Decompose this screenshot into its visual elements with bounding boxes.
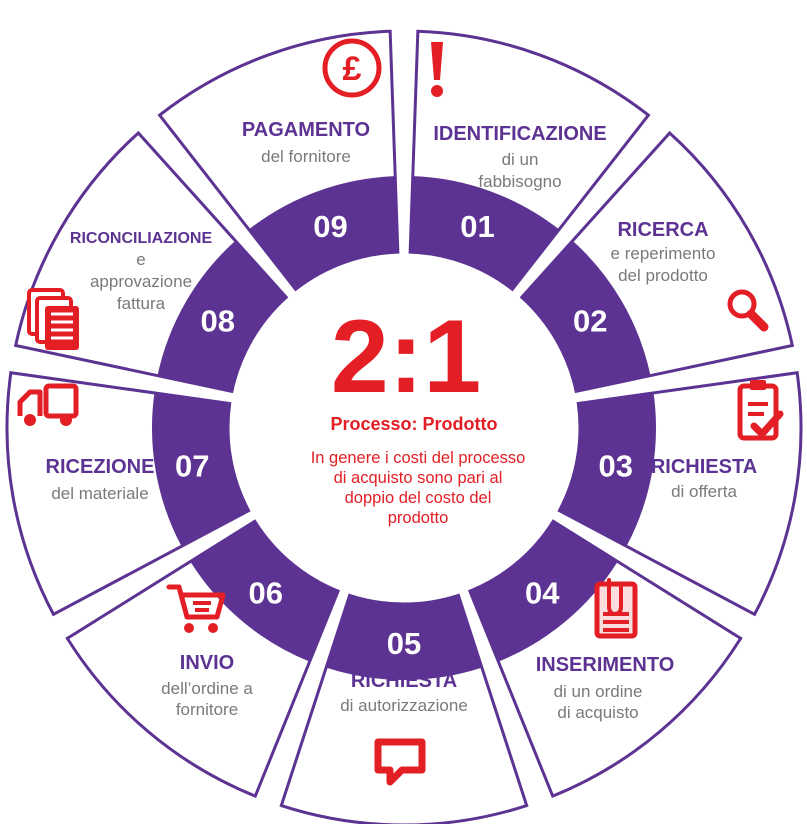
segment-desc-01-line-2: fabbisogno (478, 172, 561, 191)
segment-desc-02-line-2: del prodotto (618, 266, 708, 285)
center-title: Processo: Prodotto (330, 414, 497, 434)
segment-desc-03-line-1: di offerta (671, 482, 737, 501)
segment-number-06: 06 (249, 576, 283, 611)
shopping-cart-icon (166, 584, 226, 633)
center-text-line-3: doppio del costo del (345, 489, 492, 507)
segment-title-03: RICHIESTA (651, 456, 757, 478)
delivery-truck-icon (17, 383, 79, 426)
svg-text:£: £ (343, 50, 362, 88)
segment-desc-05-line-1: di autorizzazione (340, 696, 468, 715)
segment-title-07: RICEZIONE (46, 456, 155, 478)
segment-title-09: PAGAMENTO (242, 119, 370, 141)
segment-desc-08-line-1: e (136, 250, 145, 269)
segment-number-05: 05 (387, 626, 421, 661)
center-text-line-2: di acquisto sono pari al (334, 469, 503, 487)
segment-title-08: RICONCILIAZIONE (70, 230, 213, 247)
magnifier-icon (727, 289, 769, 332)
segment-number-01: 01 (460, 209, 494, 244)
segment-number-09: 09 (313, 209, 347, 244)
center-text-line-4: prodotto (388, 509, 449, 527)
segment-number-band-01 (410, 176, 560, 290)
segment-number-band-04 (469, 521, 618, 662)
segment-desc-04-line-1: di un ordine (554, 682, 643, 701)
segment-number-band-06 (190, 521, 339, 662)
segment-title-02: RICERCA (617, 219, 708, 241)
segment-number-04: 04 (525, 576, 560, 611)
pound-coin-icon: £ (322, 38, 382, 98)
segment-number-07: 07 (175, 448, 209, 483)
segment-desc-08-line-3: fattura (117, 294, 166, 313)
segment-number-band-08 (157, 240, 287, 392)
segment-number-08: 08 (201, 304, 235, 339)
segment-number-band-07 (152, 392, 249, 547)
segment-desc-01-line-1: di un (502, 150, 539, 169)
segment-desc-08-line-2: approvazione (90, 272, 192, 291)
segment-desc-04-line-2: di acquisto (557, 703, 638, 722)
segment-number-band-09 (248, 176, 398, 290)
segment-number-band-03 (559, 392, 656, 547)
speech-bubble-icon (374, 738, 426, 786)
segment-number-band-05 (326, 595, 482, 681)
segment-desc-06-line-1: dell’ordine a (161, 679, 253, 698)
segment-number-03: 03 (598, 448, 632, 483)
segment-desc-07-line-1: del materiale (51, 484, 148, 503)
segment-title-04: INSERIMENTO (536, 654, 675, 676)
segment-desc-06-line-2: fornitore (176, 700, 238, 719)
center-text-line-1: In genere i costi del processo (311, 449, 526, 467)
documents-stack-icon (27, 288, 79, 350)
segment-number-02: 02 (573, 304, 607, 339)
clipboard-check-icon (737, 380, 784, 441)
segment-title-01: IDENTIFICAZIONE (433, 123, 606, 145)
segment-title-05: RICHIESTA (351, 670, 457, 692)
segment-desc-02-line-1: e reperimento (611, 244, 716, 263)
segment-desc-09-line-1: del fornitore (261, 147, 351, 166)
center-ratio: 2:1 (331, 299, 481, 415)
exclamation-icon (431, 42, 443, 97)
segment-number-band-02 (521, 240, 651, 392)
segment-title-06: INVIO (180, 652, 234, 674)
document-clip-icon (594, 578, 638, 639)
